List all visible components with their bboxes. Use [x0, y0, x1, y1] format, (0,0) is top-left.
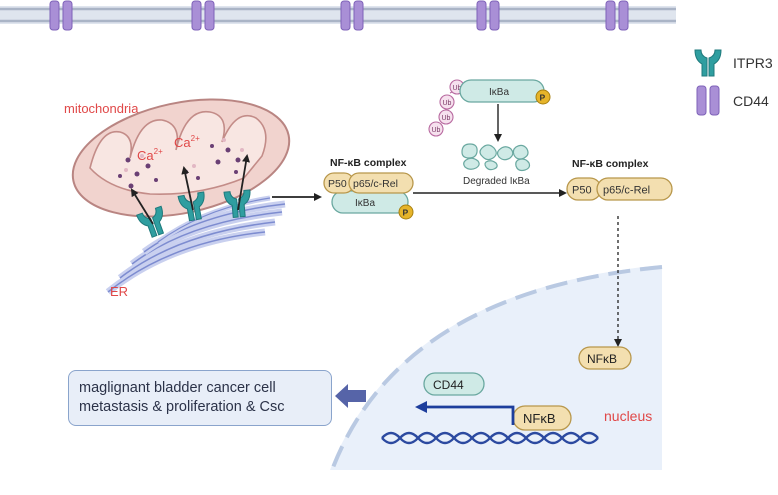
- nfkb-complex-active: NF-κB complex P50 p65/c-Rel: [566, 158, 673, 201]
- cell-membrane: [0, 6, 676, 24]
- legend-label-itpr3: ITPR3: [733, 55, 773, 71]
- outcome-arrow: [335, 384, 366, 408]
- nfkb-gene-label: NFκB: [523, 411, 556, 426]
- calcium-label-2: Ca2+: [174, 134, 200, 150]
- ubiquitin-icon: [438, 109, 454, 125]
- cd44-receptor-icon: [191, 0, 215, 31]
- ubiquitinated-ikba: Ub Ub Ub Ub IκBa P: [428, 79, 551, 137]
- svg-text:P: P: [403, 208, 409, 218]
- cd44-receptor-icon: [340, 0, 364, 31]
- svg-text:P: P: [540, 93, 546, 103]
- nucleus-label: nucleus: [604, 408, 652, 424]
- nucleus: [330, 265, 663, 471]
- p50-label: P50: [328, 178, 347, 190]
- svg-text:Ub: Ub: [453, 85, 462, 92]
- cd44-receptor-icon: [605, 0, 629, 31]
- ikba-top-label: IκBa: [489, 87, 509, 98]
- calcium-particles-light: [124, 138, 244, 172]
- nfkb-complex-inactive: NF-κB complex IκBa P50 p65/c-Rel P: [323, 157, 414, 220]
- outcome-line-2: metastasis & proliferation & Csc: [79, 399, 285, 415]
- phosphate-icon: [398, 204, 414, 220]
- nfkb-promoter: NFκB: [512, 405, 572, 431]
- cd44-receptor-icon: [696, 85, 720, 116]
- ubiquitin-icon: [428, 121, 444, 137]
- degraded-ikba-label: Degraded IκBa: [463, 176, 530, 187]
- svg-text:Ub: Ub: [432, 127, 441, 134]
- itpr3-channel-icon: [136, 205, 165, 238]
- degraded-ikba-fragments: [461, 143, 531, 172]
- calcium-particles: [118, 144, 241, 189]
- outcome-line-1: maglignant bladder cancer cell: [79, 380, 276, 396]
- itpr3-channels: [130, 154, 251, 238]
- cd44-receptor-icon: [476, 0, 500, 31]
- legend-label-cd44: CD44: [733, 93, 769, 109]
- complex-title: NF-κB complex: [572, 158, 649, 170]
- p50-label: P50: [572, 185, 592, 197]
- itpr3-channel-icon: [223, 189, 251, 219]
- legend: ITPR3 CD44: [694, 49, 773, 116]
- calcium-flux-arrow: [181, 166, 194, 211]
- p65-label: p65/c-Rel: [603, 185, 650, 197]
- transcription-arrow: [415, 401, 515, 425]
- mitochondria-label: mitochondria: [64, 101, 139, 116]
- outcome-box: maglignant bladder cancer cell metastasi…: [68, 370, 332, 426]
- nfkb-nuclear: NFκB: [578, 346, 632, 370]
- svg-text:Ub: Ub: [443, 100, 452, 107]
- complex-title: NF-κB complex: [330, 157, 407, 169]
- calcium-label-1: Ca2+: [137, 147, 163, 163]
- itpr3-channel-icon: [694, 49, 722, 77]
- itpr3-channel-icon: [177, 191, 205, 222]
- mitochondrion: Ca2+ Ca2+: [71, 98, 291, 218]
- membrane-receptors: [49, 0, 629, 31]
- p65-label: p65/c-Rel: [353, 178, 398, 190]
- ubiquitin-icon: [439, 94, 455, 110]
- cd44-receptor-icon: [49, 0, 73, 31]
- endoplasmic-reticulum: [105, 195, 286, 295]
- cd44-product: CD44: [423, 372, 485, 396]
- cd44-product-label: CD44: [433, 378, 464, 392]
- phosphate-icon: [535, 89, 551, 105]
- ikba-label: IκBa: [355, 198, 375, 209]
- calcium-flux-arrow: [237, 154, 250, 211]
- er-label: ER: [110, 284, 128, 299]
- svg-text:Ub: Ub: [442, 115, 451, 122]
- calcium-flux-arrow: [130, 188, 154, 225]
- nfkb-nuclear-label: NFκB: [587, 352, 617, 366]
- dna-helix: [381, 431, 599, 445]
